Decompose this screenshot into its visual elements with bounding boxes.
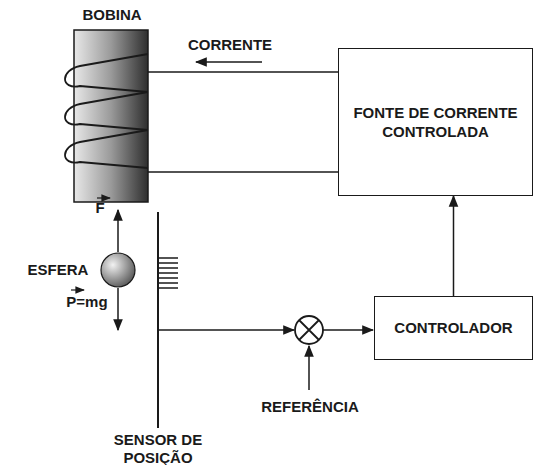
controller-box: CONTROLADOR — [374, 296, 533, 360]
sphere — [101, 253, 135, 287]
summing-cross — [299, 320, 319, 340]
wire — [148, 171, 339, 173]
reference-arrow — [308, 346, 310, 390]
sensor-label: SENSOR DE POSIÇÃO — [100, 431, 216, 465]
coil-label: BOBINA — [62, 6, 162, 24]
current-label: CORRENTE — [180, 36, 280, 54]
sphere-label: ESFERA — [20, 261, 96, 279]
force-arrow — [117, 210, 119, 252]
vector-mark — [71, 289, 84, 290]
box-label: FONTE DE CORRENTE CONTROLADA — [346, 103, 526, 142]
current-source-box: FONTE DE CORRENTE CONTROLADA — [338, 48, 533, 196]
summing-junction — [295, 316, 323, 344]
sensor-line — [157, 212, 159, 428]
feedback-arrow — [158, 329, 294, 331]
force-label: F — [90, 199, 110, 217]
reference-label: REFERÊNCIA — [230, 398, 390, 416]
sensor-scale — [159, 258, 178, 288]
current-arrow — [196, 61, 262, 63]
coil-windings — [65, 54, 148, 168]
weight-arrow — [117, 288, 119, 330]
box-label: CONTROLADOR — [394, 318, 512, 338]
wire — [148, 71, 339, 73]
weight-label: P=mg — [62, 293, 112, 311]
error-arrow — [323, 329, 373, 331]
signal-arrow — [453, 196, 455, 296]
vector-mark — [97, 197, 110, 198]
